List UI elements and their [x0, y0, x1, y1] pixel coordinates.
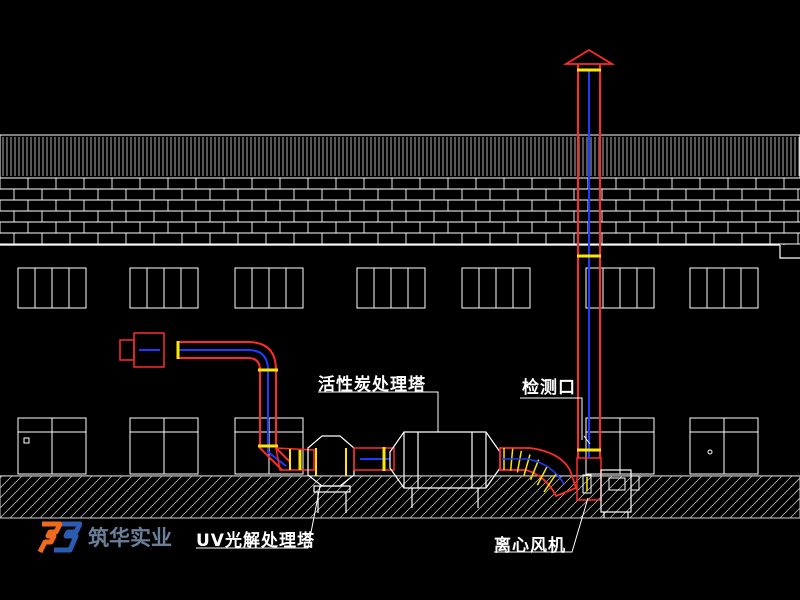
label-activated-carbon-tower: 活性炭处理塔	[318, 375, 426, 395]
label-centrifugal-fan: 离心风机	[494, 536, 566, 556]
label-inspection-port: 检测口	[522, 378, 576, 398]
lower-windows	[17, 417, 759, 475]
inlet-duct	[176, 341, 291, 471]
connector-duct	[353, 447, 395, 471]
company-watermark: 筑华实业	[38, 520, 198, 554]
flex-connector-2	[499, 447, 578, 498]
brick-wall	[0, 177, 800, 245]
activated-carbon-tower	[389, 431, 501, 508]
exhaust-stack	[577, 64, 601, 458]
upper-windows	[17, 267, 759, 309]
stack-cap-arrow	[562, 48, 616, 65]
roof-parapet	[0, 134, 800, 179]
flex-connector-1	[275, 447, 315, 471]
collection-hood	[119, 332, 165, 368]
company-logo-icon	[38, 521, 82, 554]
label-uv-photolysis-tower: UV光解处理塔	[196, 531, 315, 551]
leader-lines	[196, 391, 591, 553]
company-name: 筑华实业	[88, 526, 172, 550]
